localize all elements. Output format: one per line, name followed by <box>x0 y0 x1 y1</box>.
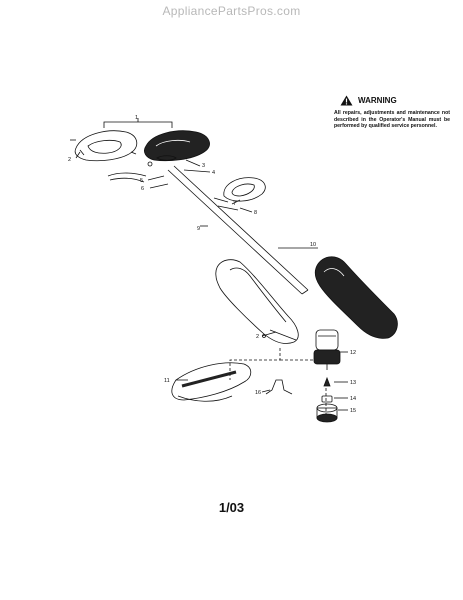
warning-box: WARNING All repairs, adjustments and mai… <box>334 95 450 130</box>
callout-15: 15 <box>350 408 356 414</box>
page-label: 1/03 <box>218 500 245 515</box>
callout-labels: 1 2 3 4 5 6 7 8 9 10 2 11 12 13 14 15 16 <box>68 115 356 414</box>
callout-7: 7 <box>233 201 236 207</box>
callout-10: 10 <box>310 242 316 248</box>
callout-11: 11 <box>164 378 170 384</box>
callout-8: 8 <box>254 210 257 216</box>
callout-14: 14 <box>350 396 356 402</box>
callout-2-lower: 2 <box>256 334 259 340</box>
warning-text: All repairs, adjustments and maintenance… <box>334 110 450 130</box>
guard-bracket <box>265 379 293 395</box>
warning-header: WARNING <box>340 95 450 106</box>
callout-1: 1 <box>135 115 138 121</box>
callout-16: 16 <box>255 390 261 396</box>
watermark-text: AppliancePartsPros.com <box>162 4 301 18</box>
motor <box>313 329 341 370</box>
callout-5: 5 <box>140 178 143 184</box>
callout-13: 13 <box>350 380 356 386</box>
spring <box>321 395 333 403</box>
callout-6: 6 <box>141 186 144 192</box>
switch-part <box>147 155 177 167</box>
spool <box>316 403 338 423</box>
guard <box>171 362 252 402</box>
callout-3: 3 <box>202 163 205 169</box>
callout-2-upper: 2 <box>68 157 71 163</box>
upper-handle-right-half <box>144 130 210 162</box>
callout-9: 9 <box>197 226 200 232</box>
trigger-wire-part <box>107 172 147 183</box>
callout-4: 4 <box>212 170 215 176</box>
auxiliary-handle <box>213 177 266 211</box>
callout-12: 12 <box>350 350 356 356</box>
spool-nut <box>323 376 331 387</box>
upper-handle-left-half <box>74 130 138 162</box>
motor-housing-right-half <box>314 256 398 339</box>
warning-triangle-icon <box>340 95 353 106</box>
warning-title: WARNING <box>358 96 397 105</box>
motor-housing-left-half <box>215 259 299 344</box>
main-shaft <box>167 165 309 295</box>
